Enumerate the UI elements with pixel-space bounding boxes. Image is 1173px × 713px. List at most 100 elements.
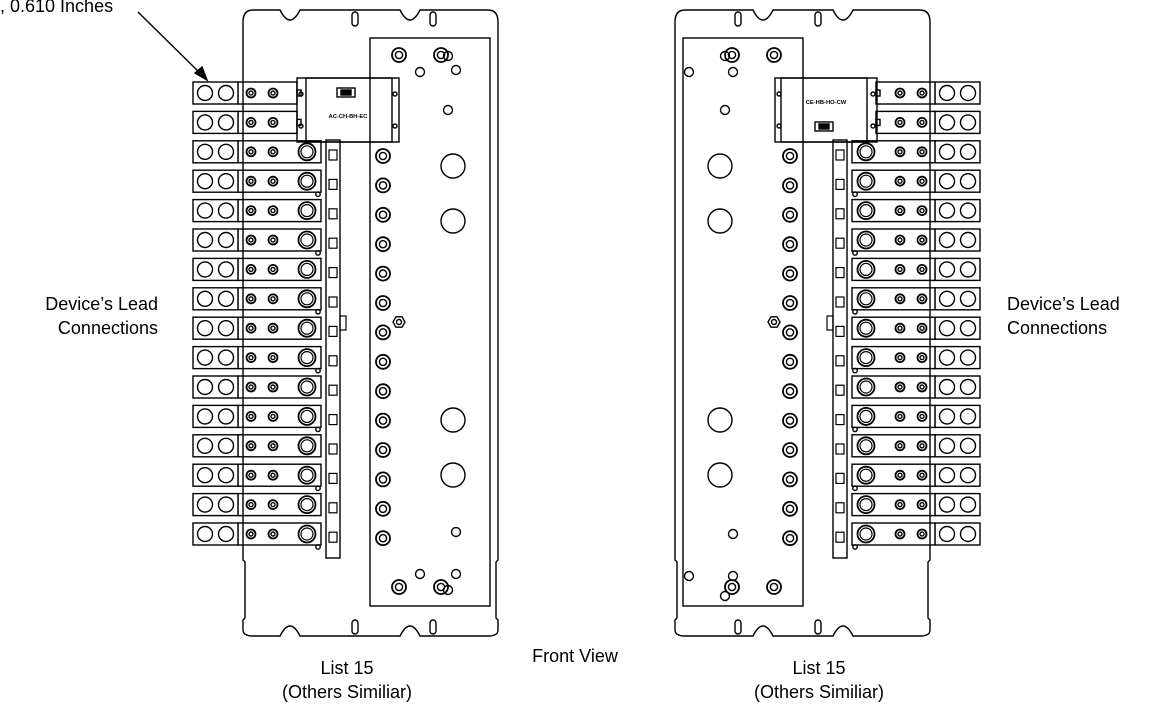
stud-5-inner: [378, 298, 388, 308]
comb-tooth-8: [328, 384, 338, 396]
stud-12-inner: [785, 504, 795, 514]
lead-screw-core-3: [897, 472, 903, 478]
terminal-row-1: [875, 110, 981, 135]
lead-terminal-1: [217, 525, 235, 543]
comb-tooth-8: [835, 384, 845, 396]
feed-terminal-inner: [859, 321, 873, 335]
lead-terminal-0: [196, 231, 214, 249]
lead-terminal-1: [217, 202, 235, 219]
stud-10-inner: [785, 445, 795, 455]
stud-8-inner: [378, 386, 388, 396]
small-marker-13: [315, 485, 321, 492]
lead-terminal-1: [938, 202, 956, 219]
comb-tooth-0: [835, 149, 845, 161]
lead-screw-core-3: [270, 472, 276, 478]
stud-10: [375, 442, 391, 458]
stud-7-inner: [785, 357, 795, 367]
terminal-block-body: [192, 345, 322, 370]
large-hole-1: [707, 208, 733, 234]
comb-tooth-6: [328, 325, 338, 337]
lead-terminal-1: [938, 143, 956, 161]
terminal-row-15: [851, 522, 981, 546]
lead-screw-core-3: [897, 384, 903, 390]
lead-screw-core-3: [270, 501, 276, 508]
feed-terminal-inner: [300, 351, 314, 365]
feed-terminal: [856, 318, 876, 338]
lead-screw-core-3: [270, 354, 276, 361]
stud-10: [782, 442, 798, 458]
stud-9-inner: [785, 416, 795, 425]
lead-screw-2: [245, 469, 257, 481]
terminal-row-10: [851, 375, 981, 399]
lead-screw-2: [916, 499, 928, 511]
lead-screw-core-2: [248, 90, 254, 96]
lead-screw-3: [267, 175, 279, 187]
mounting-hole-6: [414, 66, 426, 78]
lead-terminal-1: [217, 172, 235, 190]
lead-screw-2: [245, 146, 257, 158]
module-pin-d: [392, 123, 398, 129]
lead-screw-core-3: [897, 413, 903, 420]
lead-screw-3: [894, 87, 906, 99]
lead-screw-core-3: [897, 443, 903, 449]
right-assembly-caption: List 15 (Others Similiar): [711, 656, 927, 704]
terminal-row-9: [851, 345, 981, 370]
lead-screw-3: [894, 322, 906, 334]
lead-terminal-1: [938, 320, 956, 337]
left-assembly-caption: List 15 (Others Similiar): [239, 656, 455, 704]
lead-screw-core-2: [248, 472, 254, 478]
comb-tooth-12: [328, 502, 338, 514]
lead-screw-3: [894, 410, 906, 422]
terminal-row-13: [851, 463, 981, 487]
terminal-block-body: [851, 345, 981, 370]
lead-terminal-0: [959, 349, 977, 366]
feed-terminal-inner: [859, 351, 873, 365]
terminal-strip-board: [682, 37, 804, 607]
terminal-block-body: [192, 404, 322, 429]
feed-terminal: [297, 230, 317, 250]
left-caption-line1: List 15: [320, 658, 374, 678]
lead-screw-core-3: [897, 237, 903, 243]
lead-screw-core-3: [897, 325, 903, 331]
board-screw-top-0-inner: [769, 50, 779, 60]
feed-terminal-inner: [859, 174, 873, 188]
lead-screw-2: [916, 263, 928, 275]
module-pin-a: [776, 91, 782, 97]
lead-screw-core-2: [919, 178, 925, 184]
stud-13-inner: [378, 533, 388, 543]
lead-screw-2: [245, 205, 257, 217]
mounting-hole-7: [683, 570, 695, 582]
right-caption-line2: (Others Similiar): [753, 682, 884, 702]
feed-terminal-inner: [859, 204, 873, 218]
comb-clip: [339, 315, 347, 331]
comb-tooth-12: [835, 502, 845, 514]
comb-clip: [826, 315, 834, 331]
right-caption-line1: List 15: [792, 658, 846, 678]
lead-screw-3: [267, 87, 279, 99]
lead-screw-core-3: [270, 325, 276, 331]
lead-screw-core-2: [248, 354, 254, 361]
hex-nut: [392, 316, 406, 328]
stud-4-inner: [378, 269, 388, 278]
lead-terminal-1: [938, 408, 956, 425]
lead-screw-2: [916, 234, 928, 246]
stud-13: [375, 530, 391, 547]
terminal-row-1: [192, 110, 302, 135]
lead-terminal-0: [196, 408, 214, 425]
lead-terminal-0: [959, 84, 977, 102]
small-marker-5: [315, 250, 321, 256]
protector-module-face: [305, 77, 393, 143]
lead-screw-core-2: [919, 501, 925, 508]
stud-0-inner: [378, 151, 388, 161]
lead-screw-2: [245, 87, 257, 99]
lead-screw-2: [916, 410, 928, 422]
terminal-block-body: [192, 287, 322, 311]
module-pin-c: [392, 91, 398, 97]
terminal-block-body: [192, 463, 322, 487]
board-screw-bottom-0-inner: [769, 582, 779, 592]
lead-screw-3: [894, 440, 906, 452]
feed-terminal-inner: [300, 527, 314, 541]
lead-screw-core-3: [270, 237, 276, 243]
module-pin-a: [298, 91, 304, 97]
lead-terminal-1: [217, 290, 235, 307]
